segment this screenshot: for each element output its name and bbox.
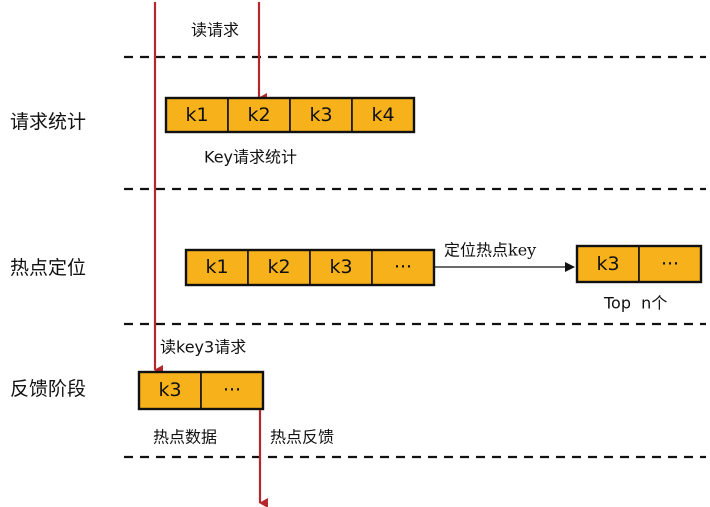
key-cell [200,371,264,410]
key-cell [576,245,640,283]
request-stats-box: k1 k2 k3 k4 [164,96,416,134]
stage-label-request-stats: 请求统计 [10,111,86,133]
key-cell-label: k2 [267,256,290,278]
key-request-stats-label: Key请求统计 [204,148,297,167]
top-n-box: k3 ··· [575,244,703,284]
box-frame [137,370,265,411]
key-cell-label: k3 [329,256,352,278]
key-cell-label: k3 [596,253,619,275]
hot-locate-box: k1 k2 k3 ··· [184,248,436,287]
stage-label-feedback: 反馈阶段 [10,378,86,400]
key-cell-label: k4 [371,104,394,126]
key-cell-label: k1 [185,104,208,126]
key-cell-label: ··· [394,256,412,278]
hot-feedback-label: 热点反馈 [270,428,334,447]
feedback-box: k3 ··· [137,370,265,411]
key-cell-label: k3 [309,104,332,126]
key-cell-label: ··· [223,379,241,401]
top-n-label: Top n个 [603,294,667,313]
key-cell-label: ··· [661,253,679,275]
key-cell-label: k3 [158,379,181,401]
hot-data-label: 热点数据 [153,428,217,447]
key-cell [309,249,373,286]
box-frame [184,248,436,287]
box-frame [164,96,416,134]
box-frame [575,244,703,284]
key-cell-label: k2 [247,104,270,126]
locate-hot-key-label: 定位热点key [444,241,536,260]
stage-label-hot-locate: 热点定位 [10,257,86,279]
read-request-label: 读请求 [191,21,239,40]
read-key3-request-label: 读key3请求 [160,338,246,357]
key-cell-label: k1 [205,256,228,278]
